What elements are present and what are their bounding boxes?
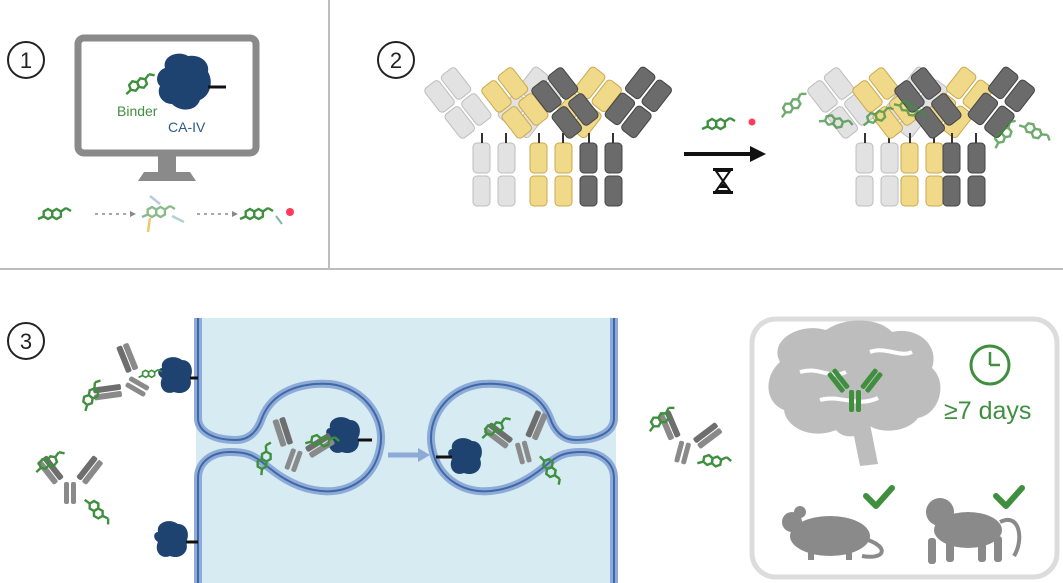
binder-molecule-start <box>36 206 73 221</box>
checkmark-icon <box>993 485 1025 509</box>
antibody-library-after <box>805 64 1038 207</box>
clock-icon <box>969 344 1011 386</box>
step-2-label: 2 <box>390 48 402 73</box>
step-1-label: 1 <box>20 48 32 73</box>
step-2-badge: 2 <box>377 41 415 79</box>
ca4-protein <box>158 357 192 394</box>
antibody-conjugate <box>31 449 112 530</box>
endothelial-cell <box>194 318 618 583</box>
mouse-icon <box>782 506 884 560</box>
binder-reagent <box>700 116 756 131</box>
final-binder-molecule <box>238 206 294 225</box>
ca4-protein-in-monitor <box>157 53 226 110</box>
ca4-label: CA-IV <box>168 119 206 135</box>
ca4-protein <box>154 521 188 558</box>
antibody-conjugate <box>75 338 164 422</box>
step-1-badge: 1 <box>7 41 45 79</box>
ca4-protein <box>448 438 482 475</box>
transcytosis-arrow <box>388 448 430 462</box>
monkey-icon <box>926 498 1022 564</box>
binder-label: Binder <box>117 103 158 119</box>
step-3-label: 3 <box>20 329 32 354</box>
arrow-right-icon <box>684 146 766 162</box>
ca4-protein <box>326 417 360 454</box>
antibody-library-before <box>422 64 675 207</box>
duration-label: ≥7 days <box>944 397 1032 425</box>
antibody-in-brain <box>827 368 883 412</box>
checkmark-icon <box>863 485 895 509</box>
step-3-badge: 3 <box>7 322 45 360</box>
brain-icon <box>768 320 941 466</box>
modified-binder-intermediate <box>140 195 185 233</box>
antibody-conjugate <box>643 404 733 472</box>
hourglass-icon <box>713 168 733 194</box>
